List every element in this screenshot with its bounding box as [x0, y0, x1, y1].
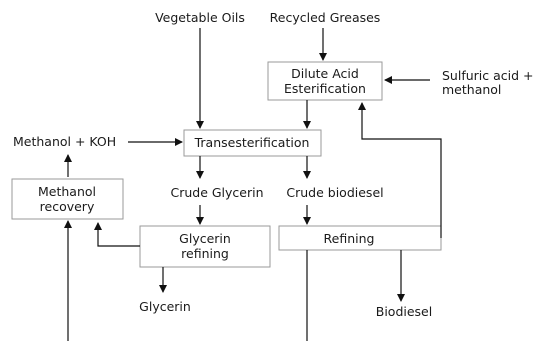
dilute-acid-label: Dilute Acid	[291, 66, 359, 81]
recycled-greases-label: Recycled Greases	[270, 10, 381, 25]
methanol-recovery-line2: recovery	[40, 199, 95, 214]
transesterification-box	[183, 129, 322, 157]
sulfuric-acid-label: Sulfuric acid +	[442, 68, 534, 83]
methanol-label: methanol	[442, 82, 501, 97]
crude-biodiesel-label: Crude biodiesel	[286, 185, 383, 200]
glycerin-refining-line2: refining	[181, 246, 229, 261]
glycerin-refining-box	[139, 225, 271, 268]
arrow-refining-recycle-to-esterification	[358, 102, 442, 238]
methanol-koh-label: Methanol + KOH	[13, 134, 116, 149]
glycerin-output-label: Glycerin	[139, 299, 191, 314]
arrow-glycerin-refining-to-methanol-recovery	[94, 222, 140, 247]
vegetable-oils-label: Vegetable Oils	[155, 10, 245, 25]
glycerin-refining-line1: Glycerin	[179, 231, 231, 246]
refining-box	[278, 225, 442, 251]
dilute-acid-esterification-box	[267, 61, 383, 101]
biodiesel-output-label: Biodiesel	[376, 304, 432, 319]
crude-glycerin-label: Crude Glycerin	[170, 185, 263, 200]
methanol-recovery-box	[11, 178, 124, 220]
esterification-label: Esterification	[284, 81, 366, 96]
methanol-recovery-line1: Methanol	[38, 184, 96, 199]
refining-label: Refining	[324, 231, 375, 246]
transesterification-label: Transesterification	[194, 135, 310, 150]
